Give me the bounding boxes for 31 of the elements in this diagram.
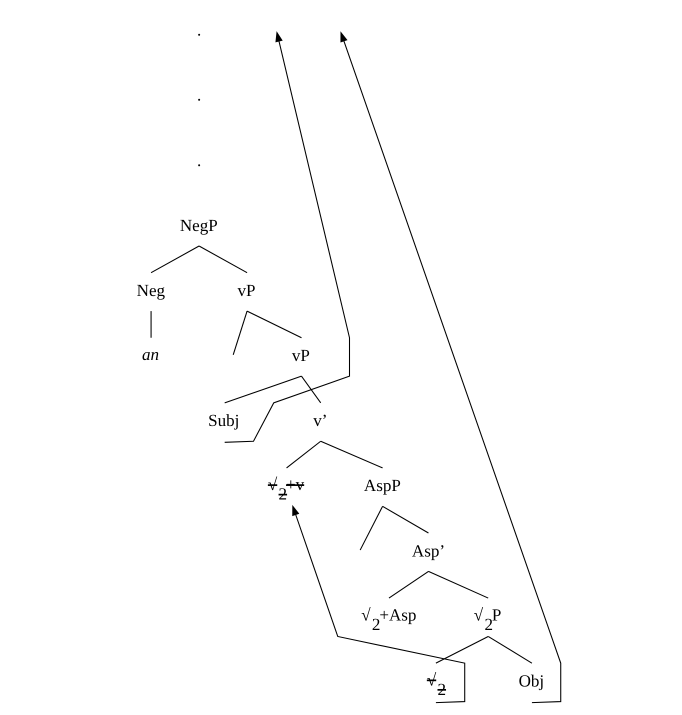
node-text: vP	[236, 280, 255, 300]
arrow	[224, 31, 350, 443]
connector	[198, 246, 247, 274]
connector	[428, 570, 488, 599]
connector	[435, 636, 488, 664]
arrow	[292, 504, 465, 704]
label: .	[196, 150, 201, 170]
arrow	[340, 31, 561, 704]
connector	[246, 310, 302, 338]
node-text: vP	[291, 346, 310, 366]
node-text: Obj	[518, 671, 544, 690]
label: .	[196, 86, 201, 105]
connector	[232, 310, 248, 355]
connector	[382, 506, 428, 534]
connector	[286, 440, 321, 468]
connector	[388, 570, 428, 599]
node-text: AspP	[363, 476, 400, 496]
connector	[487, 636, 532, 664]
connector	[359, 506, 383, 550]
node-text: v’	[312, 411, 327, 430]
node-text: Neg	[136, 280, 165, 300]
connector	[150, 246, 199, 274]
node-text: an	[142, 344, 159, 364]
connector	[300, 376, 321, 404]
node-text: Asp’	[411, 541, 445, 560]
node-text: Subj	[208, 411, 239, 430]
label: .	[196, 20, 201, 40]
node-text: NegP	[179, 216, 218, 235]
connector	[150, 311, 152, 338]
connector	[224, 376, 302, 404]
connector	[320, 440, 382, 468]
